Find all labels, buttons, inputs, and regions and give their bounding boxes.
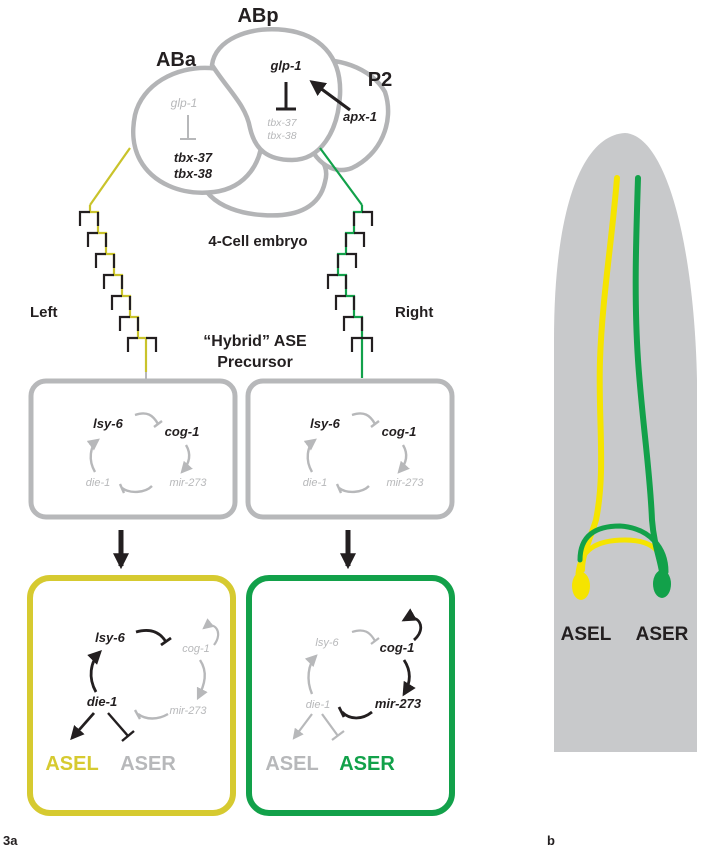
gene-mir273: mir-273 xyxy=(375,696,422,711)
left-label: Left xyxy=(30,304,58,321)
abp-tbx37: tbx-37 xyxy=(267,117,297,129)
aba-cell xyxy=(130,65,265,195)
gene-cog1: cog-1 xyxy=(165,424,200,439)
aser-network: lsy-6 cog-1 die-1 mir-273 ASEL ASER xyxy=(265,608,423,775)
aba-label: ABa xyxy=(156,49,197,71)
gene-lsy6: lsy-6 xyxy=(315,637,339,649)
right-label: Right xyxy=(395,304,433,321)
asel-output-label: ASEL xyxy=(45,753,98,775)
abp-tbx38: tbx-38 xyxy=(267,130,296,142)
gene-lsy6: lsy-6 xyxy=(95,630,125,645)
precursor-box-right xyxy=(245,378,455,520)
abp-cell xyxy=(209,27,343,163)
left-lineage xyxy=(78,147,158,394)
gene-die1: die-1 xyxy=(303,477,327,489)
gene-cog1: cog-1 xyxy=(182,643,210,655)
gene-mir273: mir-273 xyxy=(169,477,207,489)
worm-head xyxy=(554,133,697,752)
precursor-label-line1: “Hybrid” ASE xyxy=(203,333,307,350)
gene-cog1: cog-1 xyxy=(382,424,417,439)
aser-output-label: ASER xyxy=(339,753,395,775)
apx1-label: apx-1 xyxy=(343,109,377,124)
asel-neuron-label: ASEL xyxy=(561,624,612,645)
gene-mir273: mir-273 xyxy=(386,477,424,489)
abp-label: ABp xyxy=(237,5,278,27)
right-lineage xyxy=(319,147,374,378)
panel-label-b: b xyxy=(547,833,555,848)
aser-box xyxy=(246,575,455,816)
aba-glp1: glp-1 xyxy=(171,96,198,110)
gene-cog1: cog-1 xyxy=(380,640,415,655)
aser-neuron-label: ASER xyxy=(636,624,689,645)
abp-glp1: glp-1 xyxy=(269,58,301,73)
gene-die1: die-1 xyxy=(87,694,117,709)
aser-output-label: ASER xyxy=(120,753,176,775)
apx1-activation-arrow xyxy=(309,80,351,112)
ase-neurons xyxy=(572,175,671,600)
gene-mir273: mir-273 xyxy=(169,705,207,717)
gene-lsy6: lsy-6 xyxy=(310,416,340,431)
precursor-box-left xyxy=(28,378,238,520)
gene-die1: die-1 xyxy=(306,699,330,711)
precursor-right-network: lsy-6 cog-1 die-1 mir-273 xyxy=(303,412,424,494)
asel-box xyxy=(27,575,236,816)
panel-label-a: 3a xyxy=(3,833,18,848)
p2-label: P2 xyxy=(368,69,392,91)
asel-output-label: ASEL xyxy=(265,753,318,775)
aba-tbx38: tbx-38 xyxy=(174,166,213,181)
gene-lsy6: lsy-6 xyxy=(93,416,123,431)
embryo-caption: 4-Cell embryo xyxy=(208,233,307,250)
gene-die1: die-1 xyxy=(86,477,110,489)
precursor-left-network: lsy-6 cog-1 die-1 mir-273 xyxy=(86,412,207,494)
aba-tbx37: tbx-37 xyxy=(174,150,213,165)
precursor-label-line2: Precursor xyxy=(217,354,293,371)
asel-network: lsy-6 cog-1 die-1 mir-273 ASEL ASER xyxy=(45,618,220,775)
